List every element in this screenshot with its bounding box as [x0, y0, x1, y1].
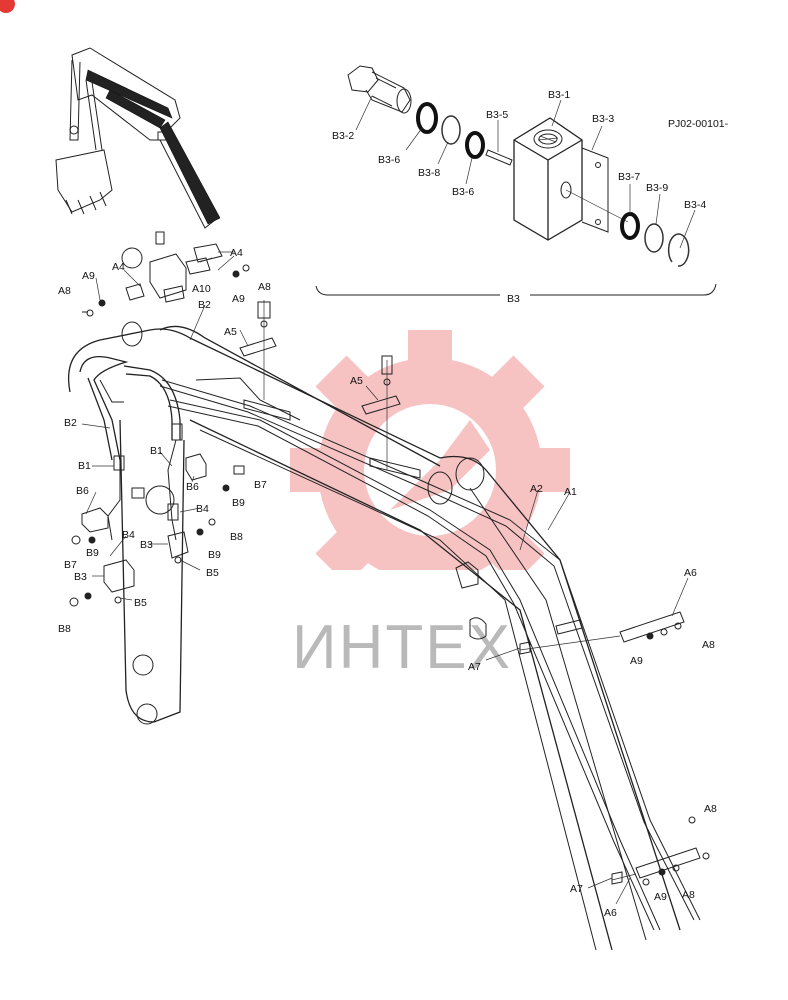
label-b3-6-a: B3-6: [378, 154, 400, 166]
b3-6-oring-2-icon: [465, 131, 485, 159]
label-b3-9: B3-9: [646, 182, 668, 194]
b3-8-backup-ring-icon: [441, 115, 461, 145]
label-b8-a: B8: [230, 531, 243, 543]
drawing-code: PJ02-00101-: [668, 118, 729, 130]
label-a5-b: A5: [350, 375, 363, 387]
label-b4-a: B4: [196, 503, 209, 515]
label-a8-e: A8: [682, 889, 695, 901]
label-a8-a: A8: [258, 281, 271, 293]
label-b1-a: B1: [78, 460, 91, 472]
label-b3-3: B3-3: [592, 113, 614, 125]
label-b5-a: B5: [206, 567, 219, 579]
label-b5-b: B5: [134, 597, 147, 609]
label-b3-2: B3-2: [332, 130, 354, 142]
bolt-washer-icons: [69, 264, 710, 886]
label-b3-4: B3-4: [684, 199, 706, 211]
label-a8-b: A8: [58, 285, 71, 297]
label-a6-b: A6: [604, 907, 617, 919]
label-b9-a: B9: [232, 497, 245, 509]
label-b9-c: B9: [86, 547, 99, 559]
label-a9-c: A9: [630, 655, 643, 667]
label-a7-a: A7: [468, 661, 481, 673]
label-a10: A10: [192, 283, 211, 295]
label-b4-b: B4: [122, 529, 135, 541]
label-a4-b: A4: [112, 261, 125, 273]
label-a1: A1: [564, 486, 577, 498]
b3-9-backup-ring-icon: [644, 223, 664, 253]
label-a9-a: A9: [232, 293, 245, 305]
label-b3-b: B3: [74, 571, 87, 583]
b3-7-oring-icon: [620, 212, 640, 240]
label-b3-1: B3-1: [548, 89, 570, 101]
excavator-thumbnail: [55, 47, 221, 229]
label-a9-d: A9: [654, 891, 667, 903]
label-b3-8: B3-8: [418, 167, 440, 179]
b3-5-pin-part: [485, 149, 513, 166]
label-b8-b: B8: [58, 623, 71, 635]
label-b7-a: B7: [254, 479, 267, 491]
label-b3-5: B3-5: [486, 109, 508, 121]
label-a6-a: A6: [684, 567, 697, 579]
b3-4-snap-ring-icon: [667, 233, 690, 267]
b3-1-block-part: [513, 117, 629, 241]
label-a9-b: A9: [82, 270, 95, 282]
label-b2-b: B2: [198, 299, 211, 311]
label-a8-c: A8: [702, 639, 715, 651]
label-a8-d: A8: [704, 803, 717, 815]
watermark-text: ИНТЕХ: [292, 613, 512, 682]
label-b6-a: B6: [76, 485, 89, 497]
label-b3-7: B3-7: [618, 171, 640, 183]
label-b3-a: B3: [140, 539, 153, 551]
label-a2: A2: [530, 483, 543, 495]
label-b9-b: B9: [208, 549, 221, 561]
label-b6-b: B6: [186, 481, 199, 493]
label-a4-a: A4: [230, 247, 243, 259]
label-a5-a: A5: [224, 326, 237, 338]
b3-group-bracket: [315, 283, 717, 296]
label-a7-b: A7: [570, 883, 583, 895]
main-boom-assembly: [68, 231, 710, 951]
label-b3-group: B3: [507, 293, 520, 305]
label-b1-b: B1: [150, 445, 163, 457]
label-b7-b: B7: [64, 559, 77, 571]
label-b2-a: B2: [64, 417, 77, 429]
b3-detail-group: [315, 65, 717, 296]
b3-6-oring-icon: [416, 102, 438, 134]
part-labels: PJ02-00101- B3 B3-1 B3-2 B3-3 B3-4 B3-5 …: [58, 89, 729, 919]
leader-lines: [81, 251, 689, 905]
b3-2-plug-part: [347, 65, 412, 114]
watermark-gear-icon: [290, 330, 570, 640]
label-b3-6-b: B3-6: [452, 186, 474, 198]
corner-badge-icon: [0, 0, 15, 13]
